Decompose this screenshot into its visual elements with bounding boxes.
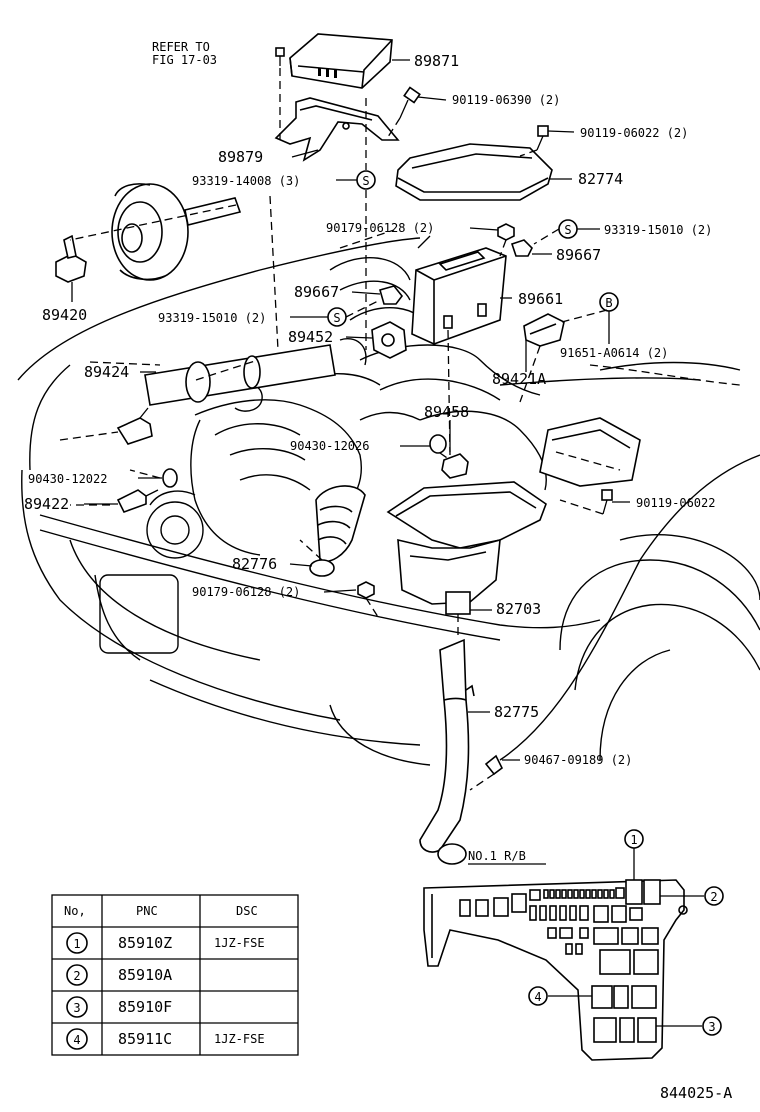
relay-marker-4: 4 xyxy=(528,986,592,1006)
part-89421A-sensor xyxy=(523,313,565,347)
part-89458-sensor xyxy=(441,453,469,479)
table-row: 3 85910F xyxy=(66,996,172,1018)
svg-text:1JZ-FSE: 1JZ-FSE xyxy=(214,1032,265,1046)
table-row: 2 85910A xyxy=(66,964,172,986)
label-82776: 82776 xyxy=(232,555,277,573)
svg-text:S: S xyxy=(362,174,369,188)
relay-marker-1: 1 xyxy=(624,829,644,880)
label-82774: 82774 xyxy=(578,170,623,188)
label-89422: 89422 xyxy=(24,495,69,513)
part-89452-throttle-sensor xyxy=(371,321,407,359)
table-row: 4 85911C 1JZ-FSE xyxy=(66,1028,265,1050)
pnc-table: No, PNC DSC 1 85910Z 1JZ-FSE 2 85910A 3 … xyxy=(51,894,299,1056)
svg-text:85910Z: 85910Z xyxy=(118,934,172,952)
label-89421A: 89421A xyxy=(492,370,546,388)
refer-line-2: FIG 17-03 xyxy=(152,53,217,67)
table-header-pnc: PNC xyxy=(136,904,158,918)
relay-marker-2: 2 xyxy=(660,886,724,906)
figure-id: 844025-A xyxy=(660,1084,732,1102)
svg-text:1: 1 xyxy=(73,937,80,951)
part-89879-bracket xyxy=(274,97,400,162)
svg-text:85911C: 85911C xyxy=(118,1030,172,1048)
part-89667-bracket-right xyxy=(510,239,533,257)
part-89424-sensor xyxy=(116,407,153,445)
label-89452: 89452 xyxy=(288,328,333,346)
svg-text:S: S xyxy=(564,223,571,237)
part-89661-ecu xyxy=(411,247,507,345)
gasket-90430-12022-icon xyxy=(162,468,178,488)
part-82776-hose xyxy=(309,485,366,577)
svg-text:85910A: 85910A xyxy=(118,966,172,984)
bolt-90119-06022-lower-icon xyxy=(601,489,613,515)
label-91651-A0614: 91651-A0614 (2) xyxy=(560,346,668,360)
relay-marker-3: 3 xyxy=(656,1016,722,1036)
label-90119-06390: 90119-06390 (2) xyxy=(452,93,560,107)
label-82703: 82703 xyxy=(496,600,541,618)
symbol-b-91651-icon: B xyxy=(599,292,619,312)
label-89661: 89661 xyxy=(518,290,563,308)
part-82775-hose xyxy=(419,638,475,865)
intake-pipe xyxy=(144,338,367,406)
right-bracket xyxy=(539,417,641,487)
svg-text:1JZ-FSE: 1JZ-FSE xyxy=(214,936,265,950)
part-89667-bracket-left xyxy=(379,285,404,305)
symbol-s-93319-15010-right-icon: S xyxy=(558,219,578,239)
relay-block: NO.1 R/B xyxy=(423,829,724,1061)
part-89871-computer xyxy=(289,33,393,89)
table-header-dsc: DSC xyxy=(236,904,258,918)
svg-text:S: S xyxy=(333,311,340,325)
bolt-90119-06022-top-icon xyxy=(536,125,549,151)
part-89420-sensor xyxy=(55,234,87,283)
label-90119-06022-lower: 90119-06022 xyxy=(636,496,715,510)
part-82774-cover xyxy=(395,143,553,201)
table-header-no: No, xyxy=(64,904,86,918)
svg-text:1: 1 xyxy=(630,833,637,847)
clip-90467-09189-icon xyxy=(484,754,504,776)
label-90179-06128-lower: 90179-06128 (2) xyxy=(192,585,300,599)
label-90179-06128-top: 90179-06128 (2) xyxy=(326,221,434,235)
svg-text:4: 4 xyxy=(73,1033,80,1047)
label-82775: 82775 xyxy=(494,703,539,721)
label-90430-12022: 90430-12022 xyxy=(28,472,107,486)
svg-text:4: 4 xyxy=(534,990,541,1004)
relay-block-slots xyxy=(459,879,661,1043)
label-90119-06022-top: 90119-06022 (2) xyxy=(580,126,688,140)
brake-booster xyxy=(111,183,242,281)
gasket-90430-12026-icon xyxy=(429,434,447,454)
label-89879: 89879 xyxy=(218,148,263,166)
svg-text:2: 2 xyxy=(73,969,80,983)
label-90430-12026: 90430-12026 xyxy=(290,439,369,453)
label-89667-right: 89667 xyxy=(556,246,601,264)
label-89667-left: 89667 xyxy=(294,283,339,301)
callout-labels: REFER TO FIG 17-03 89871 90119-06390 (2)… xyxy=(24,40,715,767)
relay-block-title: NO.1 R/B xyxy=(468,849,526,863)
leader-lines xyxy=(71,59,630,761)
refer-line-1: REFER TO xyxy=(152,40,210,54)
label-93319-15010-left: 93319-15010 (2) xyxy=(158,311,266,325)
symbol-s-93319-14008-icon: S xyxy=(356,170,376,190)
table-row: 1 85910Z 1JZ-FSE xyxy=(66,932,265,954)
svg-text:3: 3 xyxy=(73,1001,80,1015)
label-89420: 89420 xyxy=(42,306,87,324)
svg-text:85910F: 85910F xyxy=(118,998,172,1016)
label-93319-15010-right: 93319-15010 (2) xyxy=(604,223,712,237)
bolt-90119-06390-icon xyxy=(399,86,421,119)
vehicle-body-outline xyxy=(17,237,760,766)
svg-text:B: B xyxy=(605,296,612,310)
symbol-s-93319-15010-left-icon: S xyxy=(327,307,347,327)
nut-90179-06128-lower-icon xyxy=(357,581,375,599)
svg-text:3: 3 xyxy=(708,1020,715,1034)
label-93319-14008: 93319-14008 (3) xyxy=(192,174,300,188)
label-90467-09189: 90467-09189 (2) xyxy=(524,753,632,767)
bolt-refer-icon xyxy=(275,47,285,66)
label-89458: 89458 xyxy=(424,403,469,421)
label-89871: 89871 xyxy=(414,52,459,70)
nut-90179-06128-top-icon xyxy=(497,223,515,241)
part-82703-case xyxy=(386,481,547,615)
part-89422-sensor xyxy=(116,489,159,513)
label-89424: 89424 xyxy=(84,363,129,381)
svg-text:2: 2 xyxy=(710,890,717,904)
